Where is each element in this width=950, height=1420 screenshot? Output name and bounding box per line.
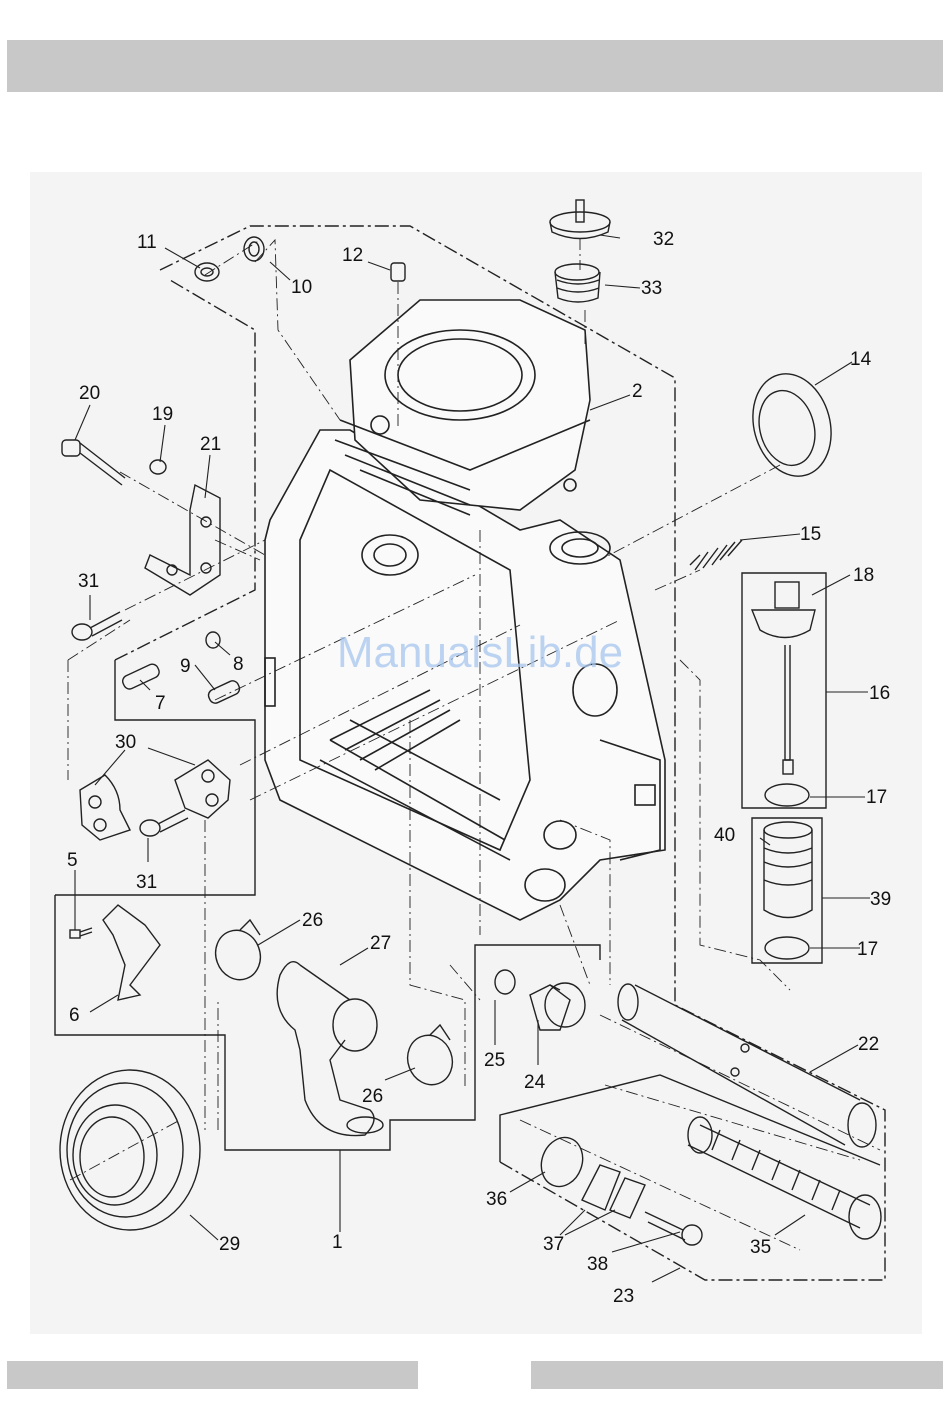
part-10-ring (244, 237, 264, 261)
label-part-9: 9 (180, 656, 191, 677)
label-part-32: 32 (653, 229, 674, 250)
label-part-22: 22 (858, 1034, 879, 1055)
part-11-nut (195, 263, 219, 281)
label-part-33: 33 (641, 278, 662, 299)
label-part-11: 11 (137, 232, 157, 253)
label-part-7: 7 (155, 693, 166, 714)
label-part-20: 20 (79, 383, 100, 404)
part-27-pipe (277, 962, 383, 1136)
label-part-6: 6 (69, 1005, 80, 1026)
part-14-seal (742, 365, 842, 485)
part-19-washer (150, 460, 166, 474)
part-17-oring-top (765, 784, 809, 806)
label-part-31-top: 31 (78, 571, 99, 592)
label-part-23: 23 (613, 1286, 634, 1307)
part-29-bearing (60, 1070, 200, 1230)
part-8-disc (206, 632, 220, 648)
part-6-plate (103, 905, 160, 1000)
part-25-washer (495, 970, 515, 994)
label-part-19: 19 (152, 404, 173, 425)
label-part-40: 40 (714, 825, 735, 846)
footer-bar-right (531, 1361, 943, 1389)
part-33-plug (555, 264, 600, 302)
label-part-30: 30 (115, 732, 136, 753)
watermark-text: ManualsLib.de (290, 628, 670, 678)
part-22-tube (618, 984, 876, 1147)
part-5-screw (70, 928, 92, 938)
part-30-clamp (80, 760, 230, 840)
part-20-bolt (62, 440, 125, 485)
label-part-17-top: 17 (866, 787, 887, 808)
label-part-12: 12 (342, 245, 363, 266)
label-part-29: 29 (219, 1234, 240, 1255)
footer-bar-left (7, 1361, 418, 1389)
label-part-35: 35 (750, 1237, 771, 1258)
label-part-36: 36 (486, 1189, 507, 1210)
label-part-38: 38 (587, 1254, 608, 1275)
part-35-filter (688, 1117, 881, 1239)
label-part-37: 37 (543, 1234, 564, 1255)
part-21-bracket (145, 485, 220, 595)
label-part-1: 1 (332, 1232, 343, 1253)
label-part-21: 21 (200, 434, 221, 455)
label-part-26-bottom: 26 (362, 1086, 383, 1107)
part-17-oring-bottom (765, 937, 809, 959)
part-40-sleeve (764, 822, 812, 918)
part-12-pin (391, 263, 405, 281)
label-part-10: 10 (291, 277, 312, 298)
part-36-ring (535, 1132, 590, 1193)
part-18-dipstick (752, 582, 815, 774)
label-part-2: 2 (632, 381, 643, 402)
part-31-screw-top (72, 612, 122, 640)
label-part-14: 14 (850, 349, 872, 370)
label-part-25: 25 (484, 1050, 505, 1071)
part-26-clamp-top (209, 920, 267, 986)
label-part-8: 8 (233, 654, 244, 675)
group-frame-23 (500, 1075, 880, 1165)
label-part-17-bottom: 17 (857, 939, 878, 960)
part-15-spring (690, 540, 742, 570)
label-part-15: 15 (800, 524, 821, 545)
label-part-26-top: 26 (302, 910, 323, 931)
label-part-5: 5 (67, 850, 78, 871)
part-31-screw-bottom (140, 810, 188, 836)
part-7-pin (121, 662, 161, 691)
label-part-18: 18 (853, 565, 874, 586)
label-part-24: 24 (524, 1072, 546, 1093)
label-part-27: 27 (370, 933, 391, 954)
label-part-31-bottom: 31 (136, 872, 157, 893)
label-part-16: 16 (869, 683, 890, 704)
part-9-pin (207, 679, 242, 705)
part-37-clips (582, 1165, 645, 1218)
part-26-clamp-bottom (401, 1025, 459, 1091)
part-32-cap (550, 200, 610, 239)
label-part-39: 39 (870, 889, 891, 910)
group-frame-left (115, 280, 255, 660)
